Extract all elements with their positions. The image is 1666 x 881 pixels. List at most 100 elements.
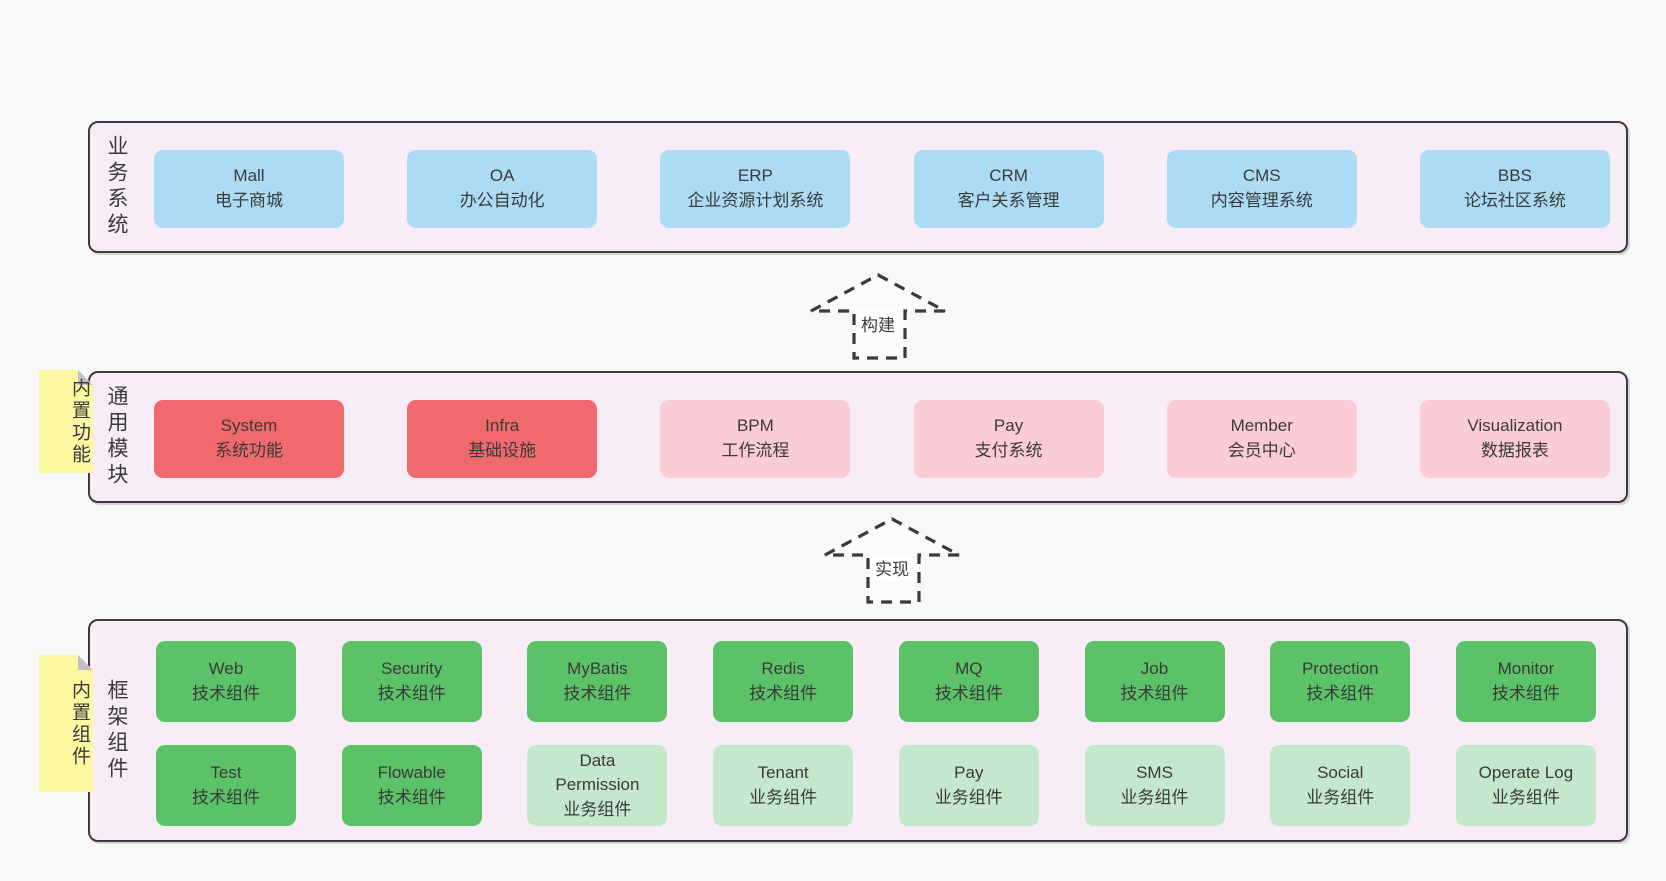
box-title: CRM bbox=[989, 166, 1028, 186]
box-subtitle: 工作流程 bbox=[721, 441, 790, 460]
box-subtitle: 基础设施 bbox=[468, 441, 537, 460]
box-tenant: Tenant 业务组件 bbox=[713, 745, 854, 826]
box-test: Test 技术组件 bbox=[156, 745, 296, 826]
arrow-build-label: 构建 bbox=[857, 310, 899, 337]
note-fold-icon bbox=[78, 655, 93, 670]
box-subtitle: 技术组件 bbox=[1306, 683, 1375, 703]
box-title: MQ bbox=[955, 658, 983, 678]
box-subtitle: 会员中心 bbox=[1227, 441, 1296, 460]
box-cms: CMS 内容管理系统 bbox=[1166, 150, 1357, 228]
box-infra: Infra 基础设施 bbox=[407, 400, 598, 478]
box-protection: Protection 技术组件 bbox=[1270, 641, 1411, 722]
box-title: Monitor bbox=[1497, 658, 1555, 678]
box-pay-business: Pay 业务组件 bbox=[898, 745, 1039, 826]
box-bpm: BPM 工作流程 bbox=[660, 400, 851, 478]
box-subtitle: 客户关系管理 bbox=[957, 191, 1060, 210]
box-job: Job 技术组件 bbox=[1084, 641, 1225, 722]
box-title: MyBatis bbox=[567, 658, 628, 678]
box-member: Member 会员中心 bbox=[1166, 400, 1357, 478]
box-title: SMS bbox=[1136, 762, 1173, 782]
box-crm: CRM 客户关系管理 bbox=[913, 150, 1104, 228]
box-pay: Pay 支付系统 bbox=[913, 400, 1104, 478]
box-subtitle: 技术组件 bbox=[1491, 683, 1560, 703]
box-security: Security 技术组件 bbox=[341, 641, 482, 722]
layer-label-business: 业务系统 bbox=[105, 135, 128, 239]
box-subtitle: 技术组件 bbox=[377, 787, 446, 807]
box-redis: Redis 技术组件 bbox=[713, 641, 854, 722]
arrow-implement-label: 实现 bbox=[871, 554, 913, 581]
box-mq: MQ 技术组件 bbox=[898, 641, 1039, 722]
sticky-note-builtin-features: 内置功能 bbox=[39, 370, 93, 473]
box-title: Web bbox=[208, 658, 244, 678]
box-title: Job bbox=[1140, 658, 1169, 678]
layer-label-modules: 通用模块 bbox=[105, 385, 128, 489]
box-title: Infra bbox=[485, 416, 520, 436]
components-row-2: Test 技术组件 Flowable 技术组件 Data Permission … bbox=[156, 745, 1596, 826]
box-subtitle: 业务组件 bbox=[1306, 787, 1375, 807]
box-title: BPM bbox=[736, 416, 774, 436]
box-title: Visualization bbox=[1467, 416, 1563, 436]
box-title: Pay bbox=[993, 416, 1024, 436]
box-subtitle: 电子商城 bbox=[215, 191, 283, 210]
box-subtitle: 技术组件 bbox=[192, 683, 260, 703]
box-subtitle: 系统功能 bbox=[215, 441, 283, 460]
box-title: System bbox=[220, 416, 278, 436]
box-title: Redis bbox=[761, 658, 805, 678]
box-subtitle: 论坛社区系统 bbox=[1463, 191, 1566, 210]
box-subtitle: 技术组件 bbox=[192, 787, 260, 807]
box-subtitle: 技术组件 bbox=[563, 683, 632, 703]
box-subtitle: 技术组件 bbox=[934, 683, 1003, 703]
box-mall: Mall 电子商城 bbox=[154, 150, 344, 228]
box-subtitle: 企业资源计划系统 bbox=[687, 191, 824, 210]
layer-label-components: 框架组件 bbox=[105, 678, 128, 783]
box-subtitle: 业务组件 bbox=[934, 787, 1003, 807]
box-subtitle: 技术组件 bbox=[1120, 683, 1189, 703]
box-title: Flowable bbox=[377, 762, 446, 782]
box-title: CMS bbox=[1242, 166, 1281, 186]
box-flowable: Flowable 技术组件 bbox=[341, 745, 482, 826]
box-data-permission: Data Permission 业务组件 bbox=[527, 745, 668, 826]
box-title: Test bbox=[210, 762, 242, 782]
box-title: Pay bbox=[954, 762, 984, 782]
box-title: Security bbox=[380, 658, 443, 678]
box-subtitle: 业务组件 bbox=[1120, 787, 1189, 807]
sticky-note-builtin-components: 内置组件 bbox=[39, 655, 93, 792]
box-subtitle: 数据报表 bbox=[1480, 441, 1549, 460]
box-title: BBS bbox=[1497, 166, 1532, 186]
box-erp: ERP 企业资源计划系统 bbox=[660, 150, 851, 228]
box-subtitle: 技术组件 bbox=[749, 683, 818, 703]
box-title: Social bbox=[1317, 762, 1364, 782]
box-title: Mall bbox=[233, 166, 265, 186]
box-subtitle: 支付系统 bbox=[974, 441, 1043, 460]
note-fold-icon bbox=[78, 370, 93, 385]
box-title: Operate Log bbox=[1478, 762, 1574, 782]
box-subtitle: 业务组件 bbox=[749, 787, 818, 807]
box-subtitle: 办公自动化 bbox=[459, 191, 545, 210]
box-monitor: Monitor 技术组件 bbox=[1455, 641, 1596, 722]
modules-row: System 系统功能 Infra 基础设施 BPM 工作流程 Pay 支付系统… bbox=[154, 400, 1610, 478]
layer-framework-components: 框架组件 Web 技术组件 Security 技术组件 MyBatis 技术组件… bbox=[88, 619, 1628, 842]
box-visualization: Visualization 数据报表 bbox=[1419, 400, 1610, 478]
box-title: Member bbox=[1230, 416, 1293, 436]
box-bbs: BBS 论坛社区系统 bbox=[1419, 150, 1610, 228]
box-system: System 系统功能 bbox=[154, 400, 344, 478]
box-subtitle: 业务组件 bbox=[1491, 787, 1560, 807]
components-row-1: Web 技术组件 Security 技术组件 MyBatis 技术组件 Redi… bbox=[156, 641, 1596, 722]
box-subtitle: 业务组件 bbox=[563, 799, 632, 819]
box-subtitle: 内容管理系统 bbox=[1210, 191, 1313, 210]
business-row: Mall 电子商城 OA 办公自动化 ERP 企业资源计划系统 CRM 客户关系… bbox=[154, 150, 1610, 228]
box-title: Protection bbox=[1301, 658, 1379, 678]
box-web: Web 技术组件 bbox=[156, 641, 296, 722]
box-title: ERP bbox=[737, 166, 773, 186]
box-operate-log: Operate Log 业务组件 bbox=[1455, 745, 1596, 826]
layer-common-modules: 通用模块 System 系统功能 Infra 基础设施 BPM 工作流程 Pay… bbox=[88, 371, 1628, 503]
note-label-builtin-components: 内置组件 bbox=[69, 679, 90, 768]
box-subtitle: 技术组件 bbox=[377, 683, 446, 703]
box-title: Tenant bbox=[757, 762, 809, 782]
box-title: Data Permission bbox=[555, 750, 640, 795]
box-social: Social 业务组件 bbox=[1270, 745, 1411, 826]
box-title: OA bbox=[489, 166, 515, 186]
layer-business-systems: 业务系统 Mall 电子商城 OA 办公自动化 ERP 企业资源计划系统 CRM… bbox=[88, 121, 1628, 253]
box-mybatis: MyBatis 技术组件 bbox=[527, 641, 668, 722]
